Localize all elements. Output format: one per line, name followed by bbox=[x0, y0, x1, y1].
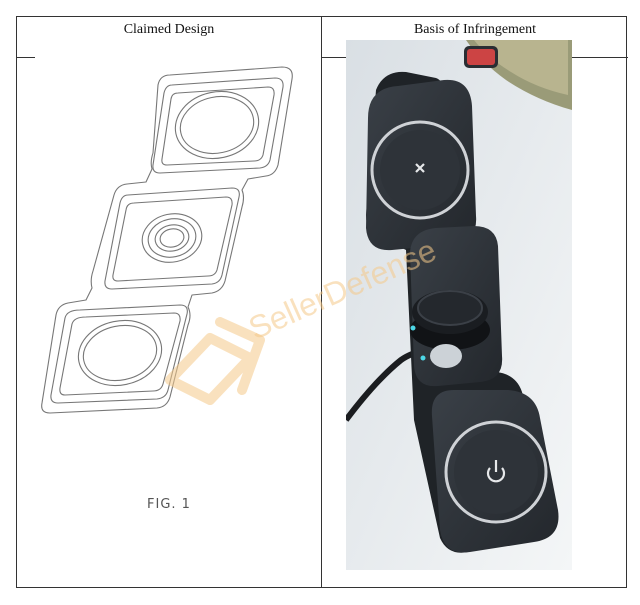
patent-drawing bbox=[41, 66, 293, 414]
header-rule-left bbox=[17, 57, 35, 58]
column-divider bbox=[321, 17, 322, 587]
watch-band bbox=[464, 40, 572, 110]
header-basis-of-infringement: Basis of Infringement bbox=[413, 22, 537, 37]
header-claimed-design: Claimed Design bbox=[123, 22, 215, 37]
power-icon bbox=[486, 460, 506, 483]
figure-caption: FIG. 1 bbox=[147, 497, 191, 512]
product-photo bbox=[346, 40, 572, 570]
fan-icon bbox=[415, 163, 425, 173]
